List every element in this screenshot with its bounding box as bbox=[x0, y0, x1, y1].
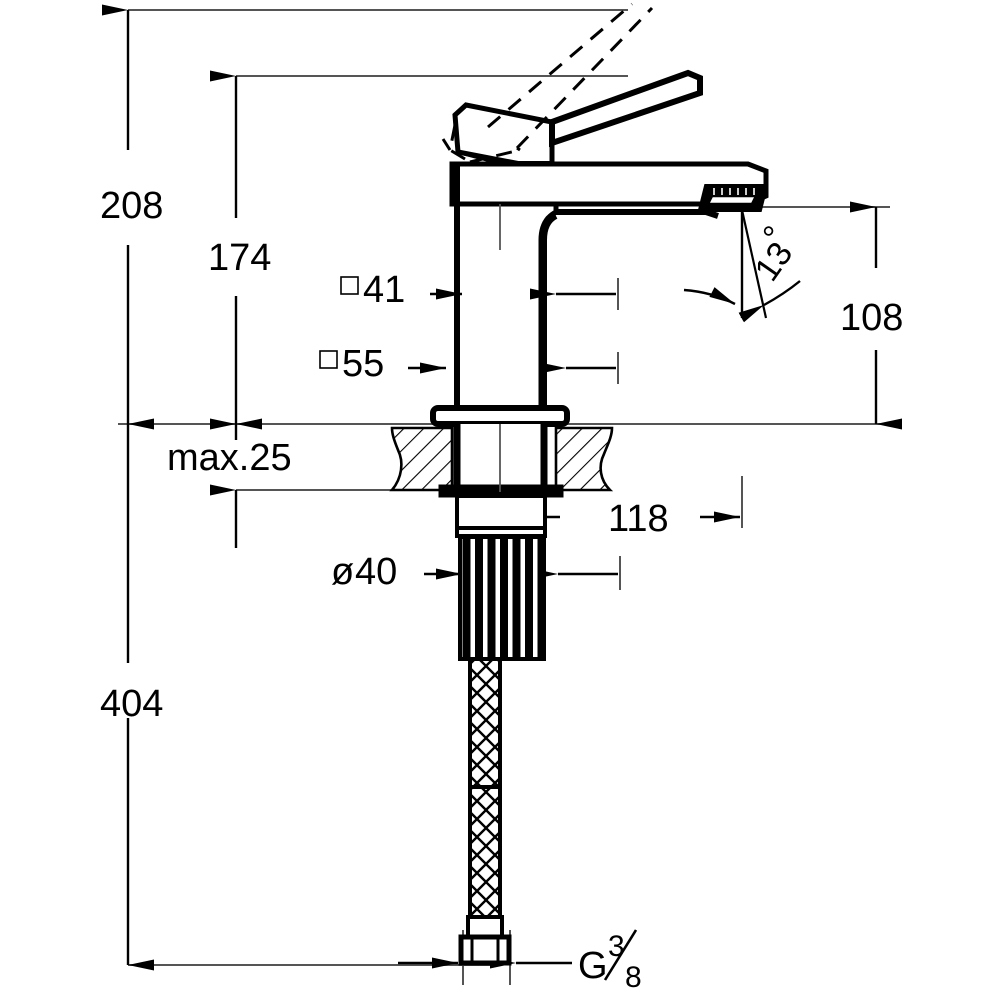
dimension-208: 208 bbox=[100, 4, 163, 430]
aerator-outlet bbox=[697, 184, 769, 212]
dimension-55: 55 bbox=[319, 343, 616, 385]
lever-handle bbox=[452, 69, 703, 174]
supply-connector bbox=[458, 915, 512, 966]
mounting-nut-body bbox=[455, 494, 547, 532]
dimension-108: 108 bbox=[840, 201, 903, 430]
angle-label-group: 13 ° bbox=[748, 219, 801, 288]
g38-fraction-bar bbox=[603, 929, 638, 981]
dim-208-label: 208 bbox=[100, 185, 163, 227]
threaded-shank bbox=[458, 535, 546, 661]
aerator-face bbox=[705, 194, 759, 206]
dimension-diameter-40: ø 40 bbox=[331, 551, 618, 593]
lever-ghost-dashed bbox=[441, 2, 654, 164]
dimension-118: 118 bbox=[494, 498, 740, 540]
dim-174-label: 174 bbox=[208, 237, 271, 279]
dimension-404: 404 bbox=[100, 424, 163, 971]
angle-arc-leader-right bbox=[738, 280, 801, 323]
connector-hex-nut bbox=[458, 934, 512, 966]
threaded-shank-body bbox=[458, 535, 546, 661]
diameter-symbol-40: ø bbox=[331, 551, 354, 593]
dim-max25-label: max.25 bbox=[167, 437, 292, 479]
square-symbol-41 bbox=[340, 276, 359, 295]
faucet-assembly bbox=[430, 2, 769, 966]
g38-numerator: 3 bbox=[608, 930, 625, 963]
countertop-section bbox=[389, 426, 614, 492]
thread-callout-g38: G 3 8 bbox=[398, 929, 642, 994]
dimension-174: 174 bbox=[208, 70, 271, 430]
mounting-nut-base bbox=[455, 526, 547, 538]
lever-arm bbox=[549, 69, 703, 148]
dim-404-label: 404 bbox=[100, 683, 163, 725]
dim-118-label: 118 bbox=[608, 498, 669, 540]
dimension-41: 41 bbox=[340, 269, 616, 311]
connector-collar bbox=[466, 915, 504, 939]
angle-arc-leader-left bbox=[683, 287, 736, 306]
mounting-nut bbox=[438, 484, 564, 538]
square-symbol-55 bbox=[319, 350, 338, 369]
spout-lower-edge bbox=[556, 209, 719, 219]
base-flange bbox=[430, 405, 570, 427]
angle-slanted-ref bbox=[740, 209, 768, 319]
dim-108-label: 108 bbox=[840, 297, 903, 339]
spout-upper-arm bbox=[449, 161, 769, 207]
braided-hose-lower bbox=[468, 785, 502, 919]
g38-letter: G bbox=[578, 945, 608, 987]
counter-right-hatched bbox=[554, 426, 614, 492]
braided-hoses bbox=[468, 657, 502, 919]
dimension-13-degrees: 13 ° bbox=[683, 209, 801, 323]
base-flange-body bbox=[430, 405, 570, 427]
dimension-max25: max.25 bbox=[167, 418, 292, 548]
g38-denominator: 8 bbox=[625, 961, 642, 994]
braided-hose-upper bbox=[468, 657, 502, 789]
dim-55-label: 55 bbox=[342, 343, 384, 385]
dim-40-label: 40 bbox=[355, 551, 397, 593]
dim-41-label: 41 bbox=[363, 269, 405, 311]
aerator-texture bbox=[713, 188, 755, 195]
counter-left-hatched bbox=[389, 426, 454, 492]
body-right-edge bbox=[541, 213, 558, 416]
